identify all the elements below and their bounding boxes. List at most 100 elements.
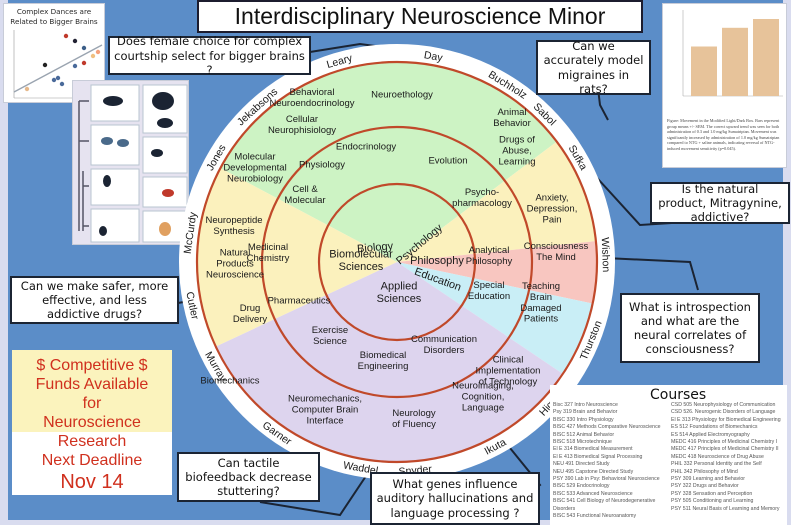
course-item: El E 413 Biomedical Signal Processing [553,453,643,460]
course-item: BISC 529 Endocrinology [553,483,610,490]
faculty-day: Day [423,49,444,64]
point [24,86,30,92]
course-item: Psy 319 Brain and Behavior [553,409,618,416]
wheel-label-neuroethology: Neuroethology [371,89,433,100]
point [63,33,69,39]
point [81,45,87,51]
course-item: ES 514 Applied Electromyography [671,431,750,438]
question-migraines: Can we accurately model migraines in rat… [536,39,651,96]
wheel-label-cell-molecular: Cell &Molecular [284,184,325,206]
course-item: BISC 512 Animal Behavior [553,431,615,438]
course-item: NEU 495 Capstone Directed Study [553,468,634,475]
point [81,60,87,66]
point [59,81,65,87]
sector-education [397,262,597,386]
question-safer-drugs: Can we make safer, more effective, and l… [10,276,179,324]
point [95,49,101,55]
course-item: PHIL 332 Personal Identity and the Self [671,461,762,468]
course-item: MEDC 417 Principles of Medicinal Chemist… [671,446,779,453]
course-item: BISC 427 Methods Comparative Neuroscienc… [553,424,661,431]
wheel-label-physiology: Physiology [299,159,345,170]
course-item: BISC 533 Advanced Neuroscience [553,490,633,497]
movement-bar [691,46,717,96]
course-item: ES 512 Foundations of Biomechanics [671,424,758,431]
connector-introspection [604,257,699,291]
wheel-label-psycho-pharmacology: Psycho-pharmacology [452,187,512,209]
question-biofeedback: Can tactile biofeedback decrease stutter… [177,452,320,502]
course-item: PSY 511 Neural Basis of Learning and Mem… [671,505,780,512]
question-female-choice: Does female choice for complex courtship… [108,34,311,77]
ring-middle [260,125,534,399]
migraine-movement-figure: Figure: Movement in the Modified Light/D… [662,3,787,168]
funding-line: Research [57,433,127,450]
course-item: NEU 491 Directed Study [553,461,610,468]
courses-heading: Courses [650,387,707,403]
page-title: Interdisciplinary Neuroscience Minor [197,0,643,33]
sector-psychology [397,129,597,262]
dance-brain-figure-title-1: Complex Dances are [16,7,92,16]
course-item: BISC 543 Functional Neuroanatomy [553,513,637,520]
point [72,63,78,69]
faculty-mccurdy: McCurdy [182,211,200,255]
trend-line [13,44,103,93]
funding-line: Next Deadline [41,452,143,469]
figure-caption: Figure: Movement in the Modified Light/D… [667,118,780,151]
course-item: PSY 390 Lab in Psy: Behavioral Neuroscie… [553,476,660,483]
sector-philosophy [397,239,597,308]
dance-brain-scatter [13,30,103,99]
faculty-wishon: Wishon [599,237,612,273]
course-item: CSD 505 Neurophysiology of Communication [671,402,776,408]
course-item: MEDC 418 Neuroscience of Drug Abuse [671,453,764,460]
wheel-label-evolution: Evolution [428,155,467,166]
course-item: PSY 505 Conditioning and Learning [671,498,754,505]
question-mitragynine: Is the natural product, Mitragynine, add… [650,182,790,224]
course-item: PSY 328 Sensation and Perception [671,490,753,497]
funding-deadline: Nov 14 [60,471,124,493]
funding-line: $ Competitive $ [36,357,148,374]
wheel-label-biomechanics: Biomechanics [200,375,259,386]
point [42,62,48,68]
course-item: PHIL 342 Philosophy of Mind [671,468,738,475]
wheel-label-pharmaceutics: Pharmaceutics [268,295,331,306]
course-item: CSD 526. Neurogenic Disorders of Languag… [671,409,776,416]
question-introspection: What is introspection and what are the n… [620,293,760,363]
course-item: MEDC 416 Principles of Medicinal Chemist… [671,439,778,446]
course-item: BISC 541 Cell Biology of Neurodegenerati… [553,498,656,505]
faculty-cutler: Cutler [183,291,201,321]
wheel-label-biology: Biology [357,240,394,255]
movement-bar [753,19,779,96]
dance-brain-figure-title-2: Related to Bigger Brains [10,17,98,26]
funding-announcement: $ Competitive $ Funds Available for Neur… [12,350,172,495]
sector-biology [202,62,573,262]
wheel-label-endocrinology: Endocrinology [336,141,396,152]
bird-dance-phylogeny-figure [72,80,189,245]
sector-biomolecular [197,158,397,355]
wheel-label-anxiety-depression-pain: Anxiety,Depression,Pain [527,192,578,225]
wheel-label-philosophy: Philosophy [410,255,464,267]
sector-applied [197,262,580,462]
course-item: Bisc 327 Intro Neuroscience [553,402,618,408]
point [72,38,78,44]
movement-bar-chart [682,10,783,97]
